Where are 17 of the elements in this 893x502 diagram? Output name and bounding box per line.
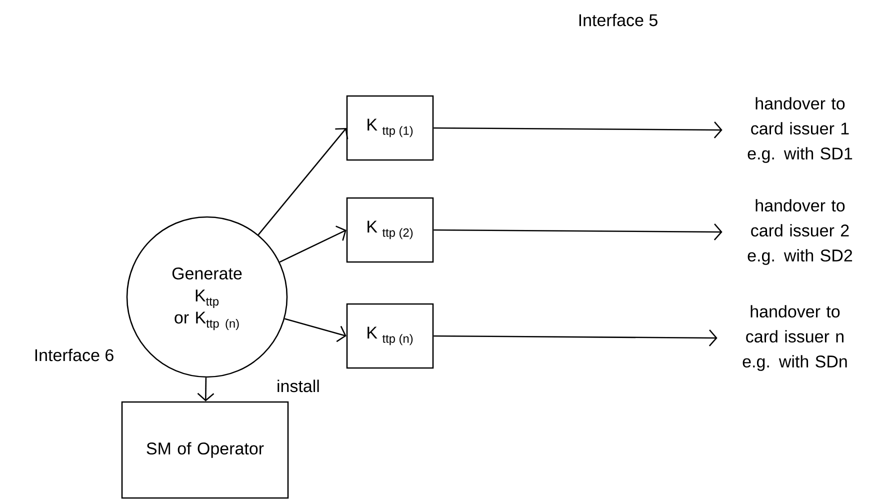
arrow [434, 224, 722, 240]
key-box: $\text{K}\;{}_{\text{ttp (1)}}$ [346, 95, 434, 161]
module-box: SM of Operator [121, 401, 289, 499]
interface-label: Interface 6 [35, 348, 114, 362]
key-box: $\text{K}\;{}_{\text{ttp (2)}}$ [346, 197, 434, 263]
arrow [258, 128, 348, 236]
key-box: $\text{K}\;{}_{\text{ttp (n)}}$ [346, 303, 434, 369]
arrow [434, 122, 722, 138]
arrow [279, 226, 346, 263]
handover-text: handover to card issuer 2 e.g. with SD2 [748, 199, 852, 265]
edge-label: install [274, 378, 322, 394]
arrow [434, 330, 718, 346]
arrow [197, 378, 214, 402]
arrow [284, 318, 346, 342]
handover-text: handover to card issuer 1 e.g. with SD1 [748, 97, 852, 163]
handover-text: handover to card issuer n e.g. with SDn [742, 305, 847, 371]
interface-label: Interface 5 [579, 14, 658, 26]
